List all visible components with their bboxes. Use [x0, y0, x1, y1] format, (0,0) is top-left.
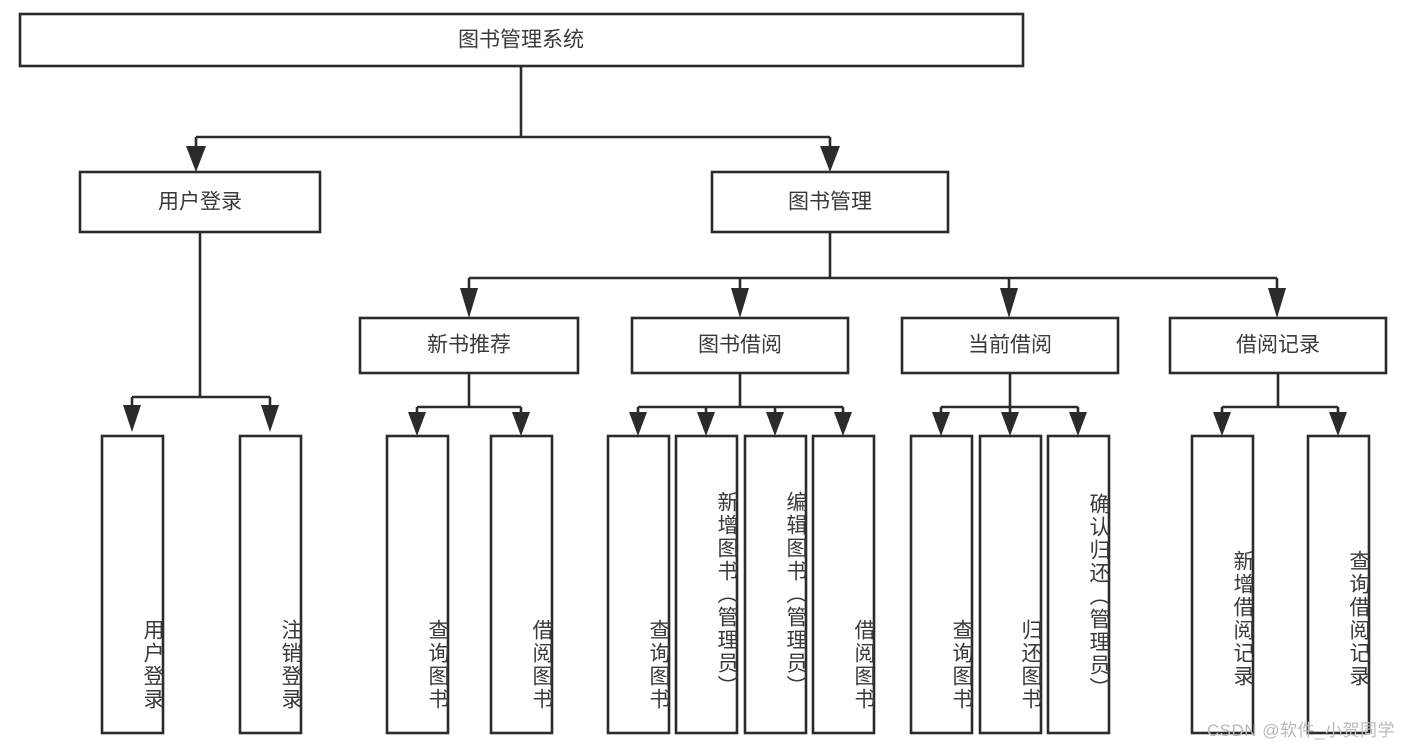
arrowhead-level2-0	[460, 288, 478, 318]
node-level2-1-box[interactable]	[630, 316, 850, 375]
leaf-borrow-0-box[interactable]	[606, 434, 671, 735]
arrowhead-current-2	[1069, 412, 1087, 436]
arrowhead-record-0	[1213, 412, 1231, 436]
node-level2-3-box[interactable]	[1168, 316, 1388, 375]
arrowhead-recommend-0	[408, 412, 426, 436]
arrowhead-level2-3	[1268, 288, 1286, 318]
arrowhead-borrow-1	[697, 412, 715, 436]
node-root-box[interactable]	[18, 12, 1025, 68]
arrowhead-level1-1	[820, 146, 840, 172]
node-level2-0-label: 新书推荐	[427, 334, 511, 357]
leaf-borrow-1-box[interactable]	[674, 434, 739, 735]
arrowhead-level2-1	[731, 288, 749, 318]
arrowhead-recommend-1	[512, 412, 530, 436]
leaf-borrow-2-box[interactable]	[743, 434, 808, 735]
arrowhead-userlogin-0	[123, 405, 141, 432]
arrowhead-borrow-0	[629, 412, 647, 436]
leaf-record-0-box[interactable]	[1190, 434, 1255, 735]
arrowhead-borrow-2	[766, 412, 784, 436]
arrowhead-current-0	[932, 412, 950, 436]
arrowhead-current-1	[1001, 412, 1019, 436]
leaf-user-login-1-box[interactable]	[238, 434, 303, 735]
arrowhead-userlogin-1	[261, 405, 279, 432]
leaf-current-2-box[interactable]	[1046, 434, 1111, 735]
node-level2-1-label: 图书借阅	[698, 334, 782, 357]
leaf-recommend-1-box[interactable]	[489, 434, 554, 735]
node-root-label: 图书管理系统	[458, 29, 584, 52]
arrowhead-level2-2	[1000, 288, 1018, 318]
leaf-current-0-box[interactable]	[909, 434, 974, 735]
leaf-user-login-0-box[interactable]	[100, 434, 165, 735]
node-level1-1-label: 图书管理	[788, 191, 872, 214]
leaf-record-1-box[interactable]	[1306, 434, 1371, 735]
leaf-current-1-box[interactable]	[978, 434, 1043, 735]
arrowhead-borrow-3	[834, 412, 852, 436]
node-level2-2-box[interactable]	[900, 316, 1120, 375]
arrowhead-level1-0	[186, 146, 206, 172]
arrowhead-record-1	[1329, 412, 1347, 436]
leaf-recommend-0-box[interactable]	[385, 434, 450, 735]
leaf-borrow-3-box[interactable]	[811, 434, 876, 735]
node-level1-0-label: 用户登录	[158, 191, 242, 214]
node-level1-1-box[interactable]	[710, 170, 950, 234]
csdn-watermark: CSDN @软件_小贺同学	[1206, 721, 1395, 740]
node-level2-2-label: 当前借阅	[968, 334, 1052, 357]
node-level2-3-label: 借阅记录	[1236, 334, 1320, 357]
node-level2-0-box[interactable]	[358, 316, 580, 375]
